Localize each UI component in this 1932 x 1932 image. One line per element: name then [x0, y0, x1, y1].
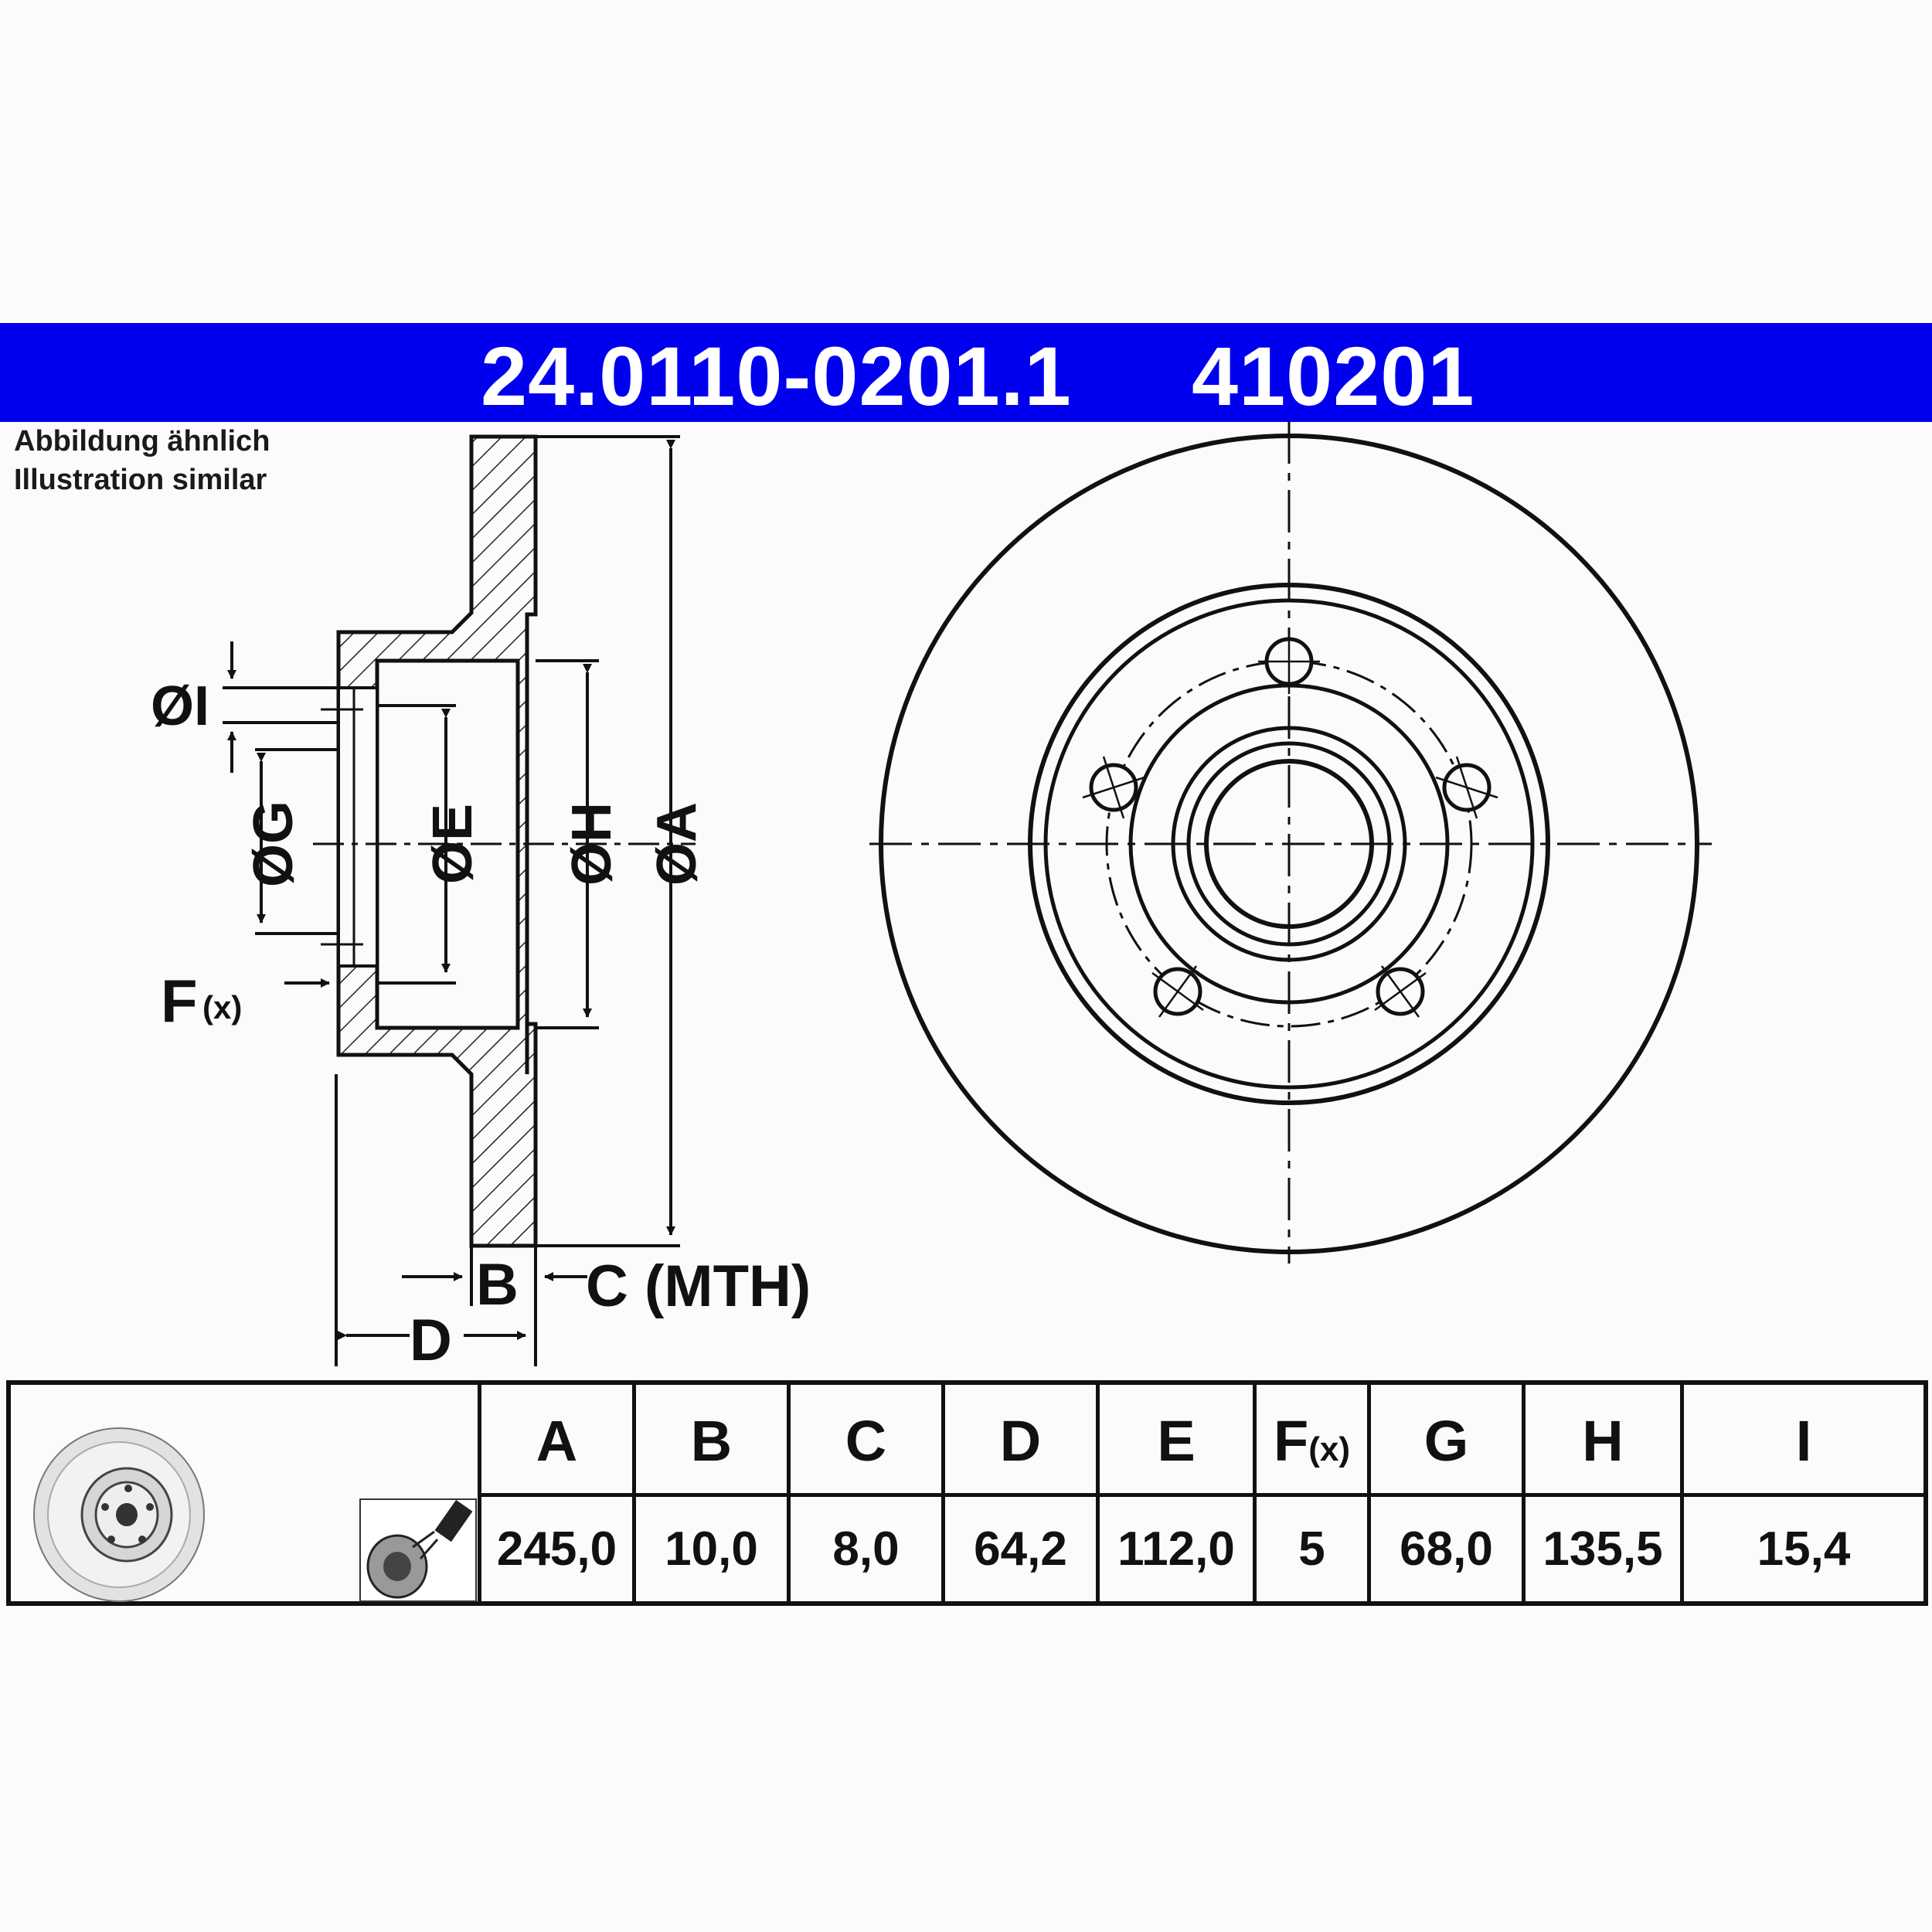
- value-g: 68,0: [1367, 1497, 1522, 1601]
- col-header-a: A: [478, 1385, 632, 1497]
- label-dia-i: ØI: [151, 675, 209, 737]
- dimension-labels: ØI ØG ØE ØH ØA F (x) B C (MTH) D: [151, 675, 811, 1373]
- part-number: 24.0110-0201.1: [481, 329, 1072, 423]
- spray-cleaning-icon: [359, 1498, 477, 1602]
- value-i: 15,4: [1680, 1497, 1923, 1601]
- label-d: D: [410, 1308, 452, 1373]
- front-view: [869, 421, 1712, 1264]
- col-header-c: C: [787, 1385, 941, 1497]
- disc-thumbnail-icon: [33, 1427, 205, 1602]
- value-c: 8,0: [787, 1497, 941, 1601]
- col-header-g: G: [1367, 1385, 1522, 1497]
- col-header-h: H: [1522, 1385, 1680, 1497]
- label-b: B: [476, 1252, 519, 1318]
- value-a: 245,0: [478, 1497, 632, 1601]
- side-section-view: [313, 434, 696, 1248]
- label-c-mth: C (MTH): [586, 1253, 811, 1319]
- label-dia-e: ØE: [422, 804, 484, 884]
- label-f: F: [161, 967, 198, 1035]
- value-h: 135,5: [1522, 1497, 1680, 1601]
- value-e: 112,0: [1096, 1497, 1253, 1601]
- reference-number: 410201: [1192, 329, 1475, 423]
- dimension-lines: [223, 435, 680, 1366]
- value-b: 10,0: [632, 1497, 787, 1601]
- label-f-sub: (x): [202, 989, 242, 1026]
- col-header-b: B: [632, 1385, 787, 1497]
- illustration-note-en: Illustration similar: [14, 464, 267, 496]
- spec-table: A B C D E F(x) G H I 245,0 10,0 8,0 64,2…: [6, 1380, 1928, 1606]
- title-bar: 24.0110-0201.1 410201: [0, 323, 1932, 423]
- illustration-note-de: Abbildung ähnlich: [14, 425, 270, 457]
- col-header-f: F(x): [1253, 1385, 1367, 1497]
- col-header-d: D: [941, 1385, 1096, 1497]
- col-header-i: I: [1680, 1385, 1923, 1497]
- col-header-e: E: [1096, 1385, 1253, 1497]
- value-f: 5: [1253, 1497, 1367, 1601]
- label-dia-a: ØA: [646, 802, 708, 886]
- label-dia-h: ØH: [561, 802, 623, 886]
- value-d: 64,2: [941, 1497, 1096, 1601]
- label-dia-g: ØG: [243, 801, 304, 887]
- bolt-hole-centerlines: [1082, 630, 1498, 1018]
